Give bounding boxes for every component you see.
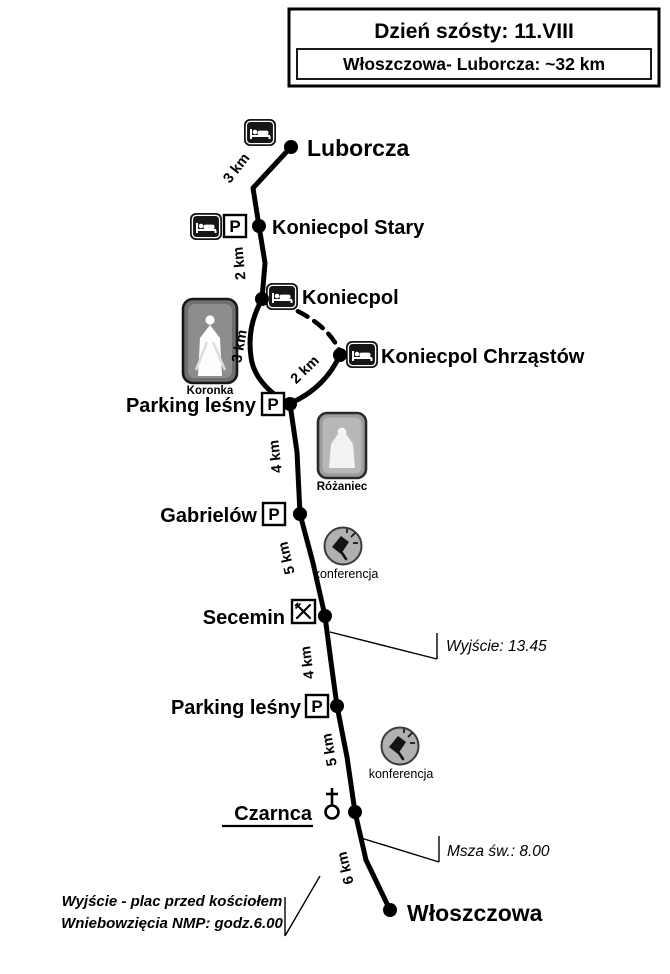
distance-label-chrzastow-parking: 2 km xyxy=(288,353,323,387)
parking-icon-parking-lesny-2: P xyxy=(304,693,330,719)
stop-dot-koniecpol-stary xyxy=(252,219,266,233)
stop-dot-luborcza xyxy=(284,140,298,154)
stop-dot-parking-lesny-1 xyxy=(283,397,297,411)
parking-letter: P xyxy=(268,505,279,524)
stop-label-gabrielow: Gabrielów xyxy=(160,505,257,527)
stop-label-koniecpol-stary: Koniecpol Stary xyxy=(272,217,425,239)
stop-dot-czarnca xyxy=(348,805,362,819)
stop-label-wloszczowa: Włoszczowa xyxy=(407,900,543,926)
parking-icon-gabrielow: P xyxy=(261,501,287,527)
annotation-text-start-line1: Wyjście - plac przed kościołem xyxy=(62,893,283,910)
stop-label-parking-lesny-2: Parking leśny xyxy=(171,697,302,719)
lodging-icon-koniecpol xyxy=(265,282,299,311)
header-inner-border xyxy=(296,48,652,80)
annotation-secemin-departure: Wyjście: 13.45 xyxy=(329,631,547,660)
header-box: Dzień szósty: 11.VIII Włoszczowa- Luborc… xyxy=(287,7,661,88)
rozaniec-picture xyxy=(316,411,368,480)
church-icon xyxy=(324,788,340,820)
stop-label-czarnca: Czarnca xyxy=(234,803,313,825)
day-title: Dzień szósty: 11.VIII xyxy=(374,20,574,43)
stop-label-secemin: Secemin xyxy=(203,607,285,629)
distance-label-koniecpol-parking: 3 km xyxy=(229,329,250,364)
annotation-text-secemin-departure: Wyjście: 13.45 xyxy=(446,638,547,655)
parking-icon-parking-lesny-1: P xyxy=(260,391,286,417)
annotation-text-mass: Msza św.: 8.00 xyxy=(447,843,550,860)
stop-label-koniecpol: Koniecpol xyxy=(302,287,399,309)
parking-letter: P xyxy=(267,395,278,414)
distance-label-secemin-parking: 4 km xyxy=(298,645,318,680)
parking-icon-koniecpol-stary: P xyxy=(222,213,248,239)
stop-dot-secemin xyxy=(318,609,332,623)
leader-start-note xyxy=(284,875,321,937)
stop-dot-koniecpol xyxy=(255,292,269,306)
conference-caption-2: konferencja xyxy=(369,767,434,781)
restaurant-icon xyxy=(290,598,317,625)
annotation-mass: Msza św.: 8.00 xyxy=(360,836,550,863)
lodging-icon-luborcza xyxy=(243,118,277,147)
conference-icon-2 xyxy=(380,726,420,766)
distance-label-czarnca-wloszczowa: 6 km xyxy=(335,850,358,886)
koronka-picture xyxy=(181,297,239,385)
conference-caption-1: konferencja xyxy=(314,567,379,581)
lodging-icon-chrzastow xyxy=(345,340,379,369)
route-main-path xyxy=(247,144,393,913)
parking-letter: P xyxy=(311,697,322,716)
distance-label-luborcza: 3 km xyxy=(220,151,253,187)
conference-icon-1 xyxy=(323,526,363,566)
koronka-caption: Koronka xyxy=(187,385,234,397)
stop-dot-gabrielow xyxy=(293,507,307,521)
parking-letter: P xyxy=(229,217,240,236)
distance-label-parking-gabrielow: 4 km xyxy=(266,439,285,474)
stop-dot-koniecpol-chrzastow xyxy=(333,348,347,362)
leader-mass xyxy=(360,836,440,863)
route-summary: Włoszczowa- Luborcza: ~32 km xyxy=(343,54,605,74)
distance-label-koniecpol-stary: 2 km xyxy=(231,246,250,280)
stop-dot-wloszczowa xyxy=(383,903,397,917)
stop-label-koniecpol-chrzastow: Koniecpol Chrząstów xyxy=(381,346,585,368)
stop-label-luborcza: Luborcza xyxy=(307,135,409,161)
stop-dot-parking-lesny-2 xyxy=(330,699,344,713)
distance-label-parking-czarnca: 5 km xyxy=(319,732,340,767)
lodging-icon-koniecpol-stary xyxy=(189,212,223,241)
leader-secemin-departure xyxy=(329,631,438,660)
route-chrzastow-parking xyxy=(288,352,343,406)
stop-label-parking-lesny-1: Parking leśny xyxy=(126,395,257,417)
distance-label-gabrielow-secemin: 5 km xyxy=(276,540,299,576)
rozaniec-caption: Różaniec xyxy=(317,481,368,493)
annotation-text-start-line2: Wniebowzięcia NMP: godz.6.00 xyxy=(61,915,283,932)
annotation-start-note: Wyjście - plac przed kościołem Wniebowzi… xyxy=(61,875,321,937)
